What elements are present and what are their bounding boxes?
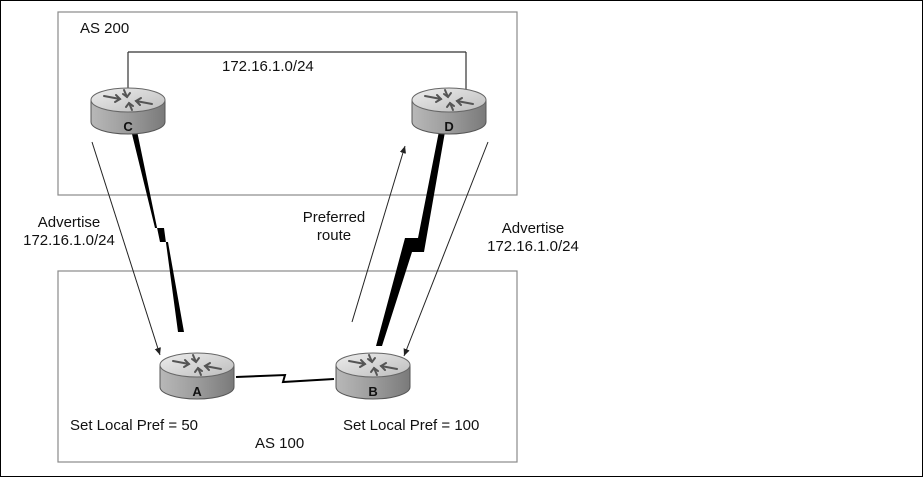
preferred-route-arrow — [351, 145, 406, 323]
router-c-icon: C — [90, 87, 166, 135]
as-200-label: AS 200 — [80, 20, 130, 37]
network-prefix-label: 172.16.1.0/24 — [222, 58, 314, 75]
advertise-left-label: Advertise 172.16.1.0/24 — [2, 214, 136, 250]
as-100-label: AS 100 — [255, 435, 305, 452]
advertise-right-line-1: Advertise — [501, 220, 565, 237]
preferred-route-label: Preferred route — [264, 209, 404, 245]
router-a-label: A — [192, 384, 202, 399]
advertise-left-line-1: Advertise — [37, 214, 101, 231]
advertise-arrow-right — [403, 141, 489, 357]
advertise-left-line-2: 172.16.1.0/24 — [23, 232, 115, 249]
local-pref-a-label: Set Local Pref = 50 — [70, 417, 198, 434]
router-a-icon: A — [159, 352, 235, 400]
advertise-right-label: Advertise 172.16.1.0/24 — [466, 220, 600, 256]
preferred-route-line-1: Preferred — [302, 209, 366, 226]
preferred-route-line-2: route — [316, 227, 352, 244]
advertise-arrow-left — [91, 141, 161, 356]
as-200-box — [57, 11, 518, 196]
router-d-icon: D — [411, 87, 487, 135]
serial-link-c-a — [130, 126, 184, 332]
router-d-label: D — [444, 119, 453, 134]
router-c-label: C — [123, 119, 133, 134]
local-pref-b-label: Set Local Pref = 100 — [343, 417, 480, 434]
serial-link-a-b — [235, 373, 335, 384]
advertise-right-line-2: 172.16.1.0/24 — [487, 238, 579, 255]
as-100-box — [57, 270, 518, 463]
router-b-icon: B — [335, 352, 411, 400]
serial-link-d-b — [376, 126, 446, 346]
router-b-label: B — [368, 384, 377, 399]
ethernet-segment — [127, 51, 467, 90]
